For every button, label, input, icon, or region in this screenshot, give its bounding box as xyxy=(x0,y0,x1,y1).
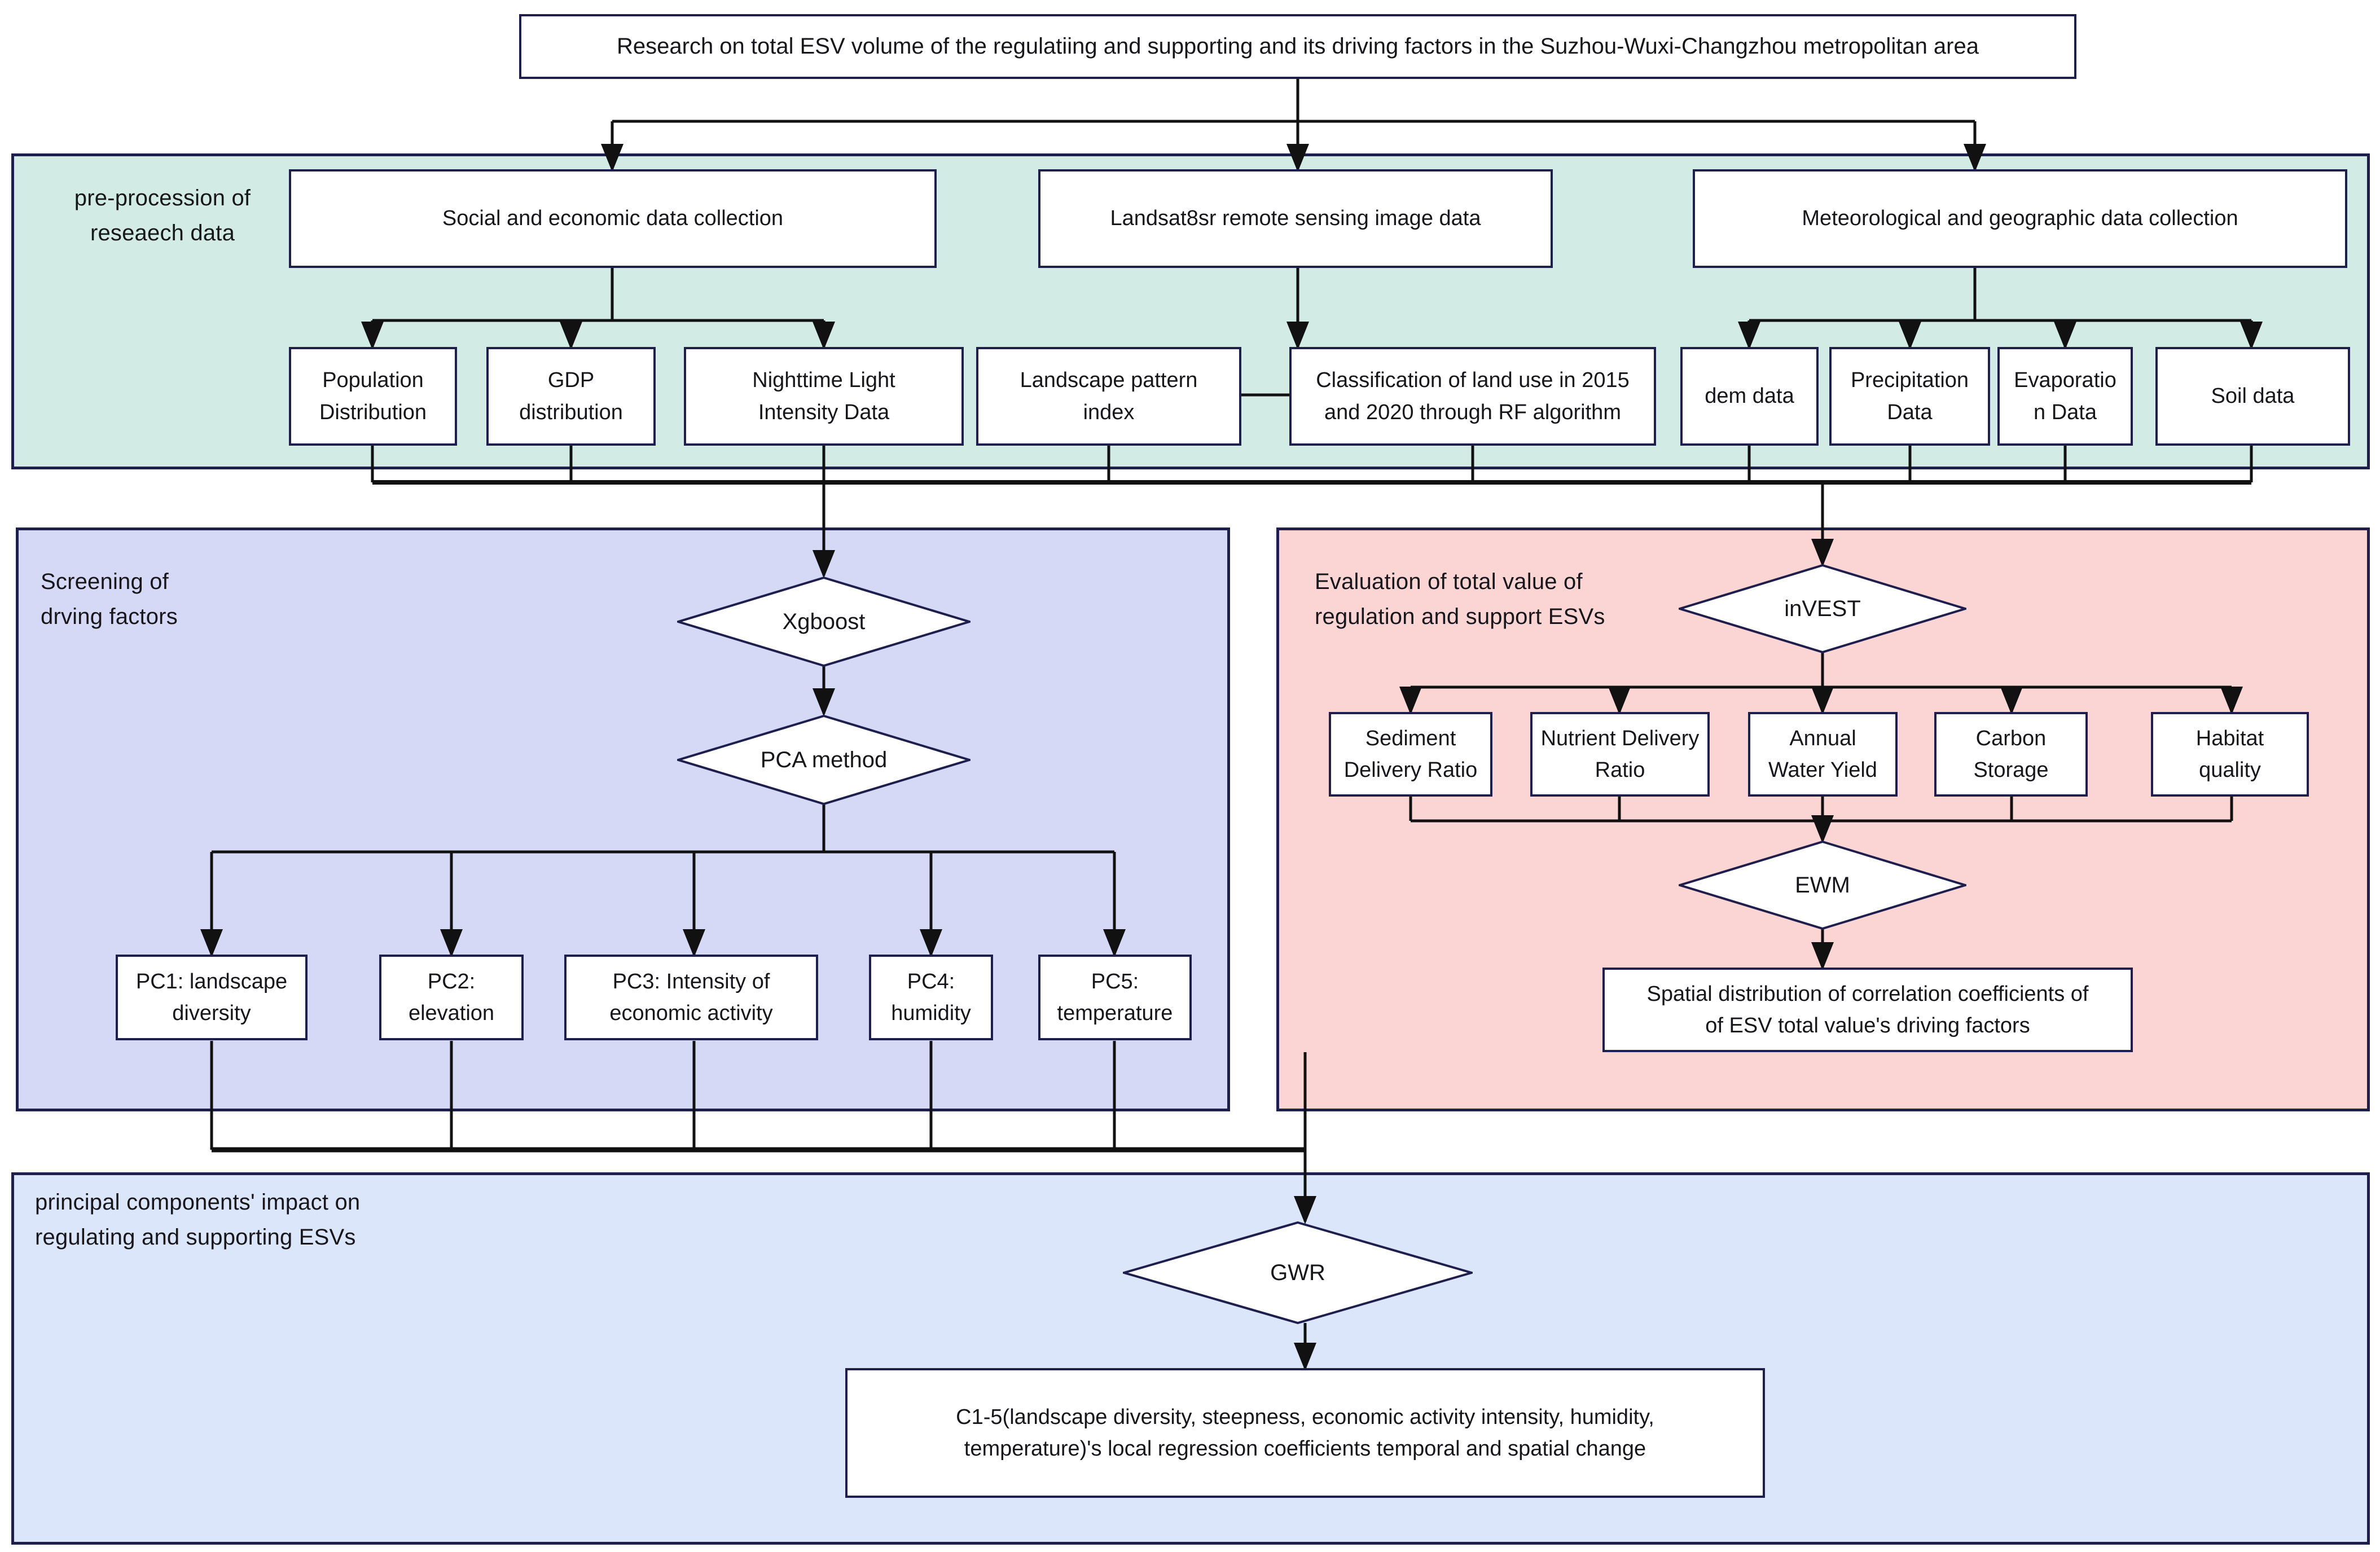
panel-label-impact: principal components' impact on regulati… xyxy=(35,1190,361,1250)
panel-label-screening: Screening of drving factors xyxy=(41,569,178,629)
diamond-invest-label: inVEST xyxy=(1784,596,1861,621)
diamond-xgboost-label: Xgboost xyxy=(782,609,866,634)
box-soil-data: Soil data xyxy=(2155,347,2350,446)
box-landsat-data: Landsat8sr remote sensing image data xyxy=(1038,169,1553,268)
diamond-gwr-label: GWR xyxy=(1270,1260,1325,1285)
diamond-gwr: GWR xyxy=(1123,1221,1473,1324)
box-gwr-result: C1-5(landscape diversity, steepness, eco… xyxy=(845,1368,1765,1498)
title-box: Research on total ESV volume of the regu… xyxy=(519,14,2076,79)
box-pc1-landscape-diversity: PC1: landscape diversity xyxy=(116,955,308,1040)
box-nighttime-light: Nighttime Light Intensity Data xyxy=(684,347,964,446)
diamond-ewm: EWM xyxy=(1679,841,1966,930)
diamond-invest: inVEST xyxy=(1679,564,1966,653)
box-sediment-delivery-ratio: Sediment Delivery Ratio xyxy=(1329,712,1492,797)
box-social-economic-collection: Social and economic data collection xyxy=(289,169,937,268)
diamond-ewm-label: EWM xyxy=(1795,872,1850,898)
box-pc2-elevation: PC2: elevation xyxy=(379,955,524,1040)
box-land-use-classification: Classification of land use in 2015 and 2… xyxy=(1289,347,1656,446)
box-carbon-storage: Carbon Storage xyxy=(1934,712,2088,797)
box-nutrient-delivery-ratio: Nutrient Delivery Ratio xyxy=(1530,712,1710,797)
box-dem-data: dem data xyxy=(1680,347,1819,446)
diamond-xgboost: Xgboost xyxy=(677,577,971,667)
box-meteorological-collection: Meteorological and geographic data colle… xyxy=(1693,169,2347,268)
box-gdp-distribution: GDP distribution xyxy=(486,347,656,446)
box-pc3-economic-activity: PC3: Intensity of economic activity xyxy=(564,955,818,1040)
box-annual-water-yield: Annual Water Yield xyxy=(1748,712,1898,797)
box-habitat-quality: Habitat quality xyxy=(2151,712,2309,797)
box-landscape-pattern-index: Landscape pattern index xyxy=(976,347,1241,446)
box-evaporation-data: Evaporatio n Data xyxy=(1997,347,2133,446)
panel-label-preprocess: pre-procession of reseaech data xyxy=(74,186,251,245)
box-population-distribution: Population Distribution xyxy=(289,347,457,446)
diamond-pca-method: PCA method xyxy=(677,715,971,805)
box-pc4-humidity: PC4: humidity xyxy=(869,955,993,1040)
diamond-pca-label: PCA method xyxy=(760,747,888,772)
box-precipitation-data: Precipitation Data xyxy=(1829,347,1990,446)
panel-label-evaluation: Evaluation of total value of regulation … xyxy=(1315,569,1605,629)
box-spatial-correlation-result: Spatial distribution of correlation coef… xyxy=(1602,968,2133,1052)
box-pc5-temperature: PC5: temperature xyxy=(1038,955,1192,1040)
